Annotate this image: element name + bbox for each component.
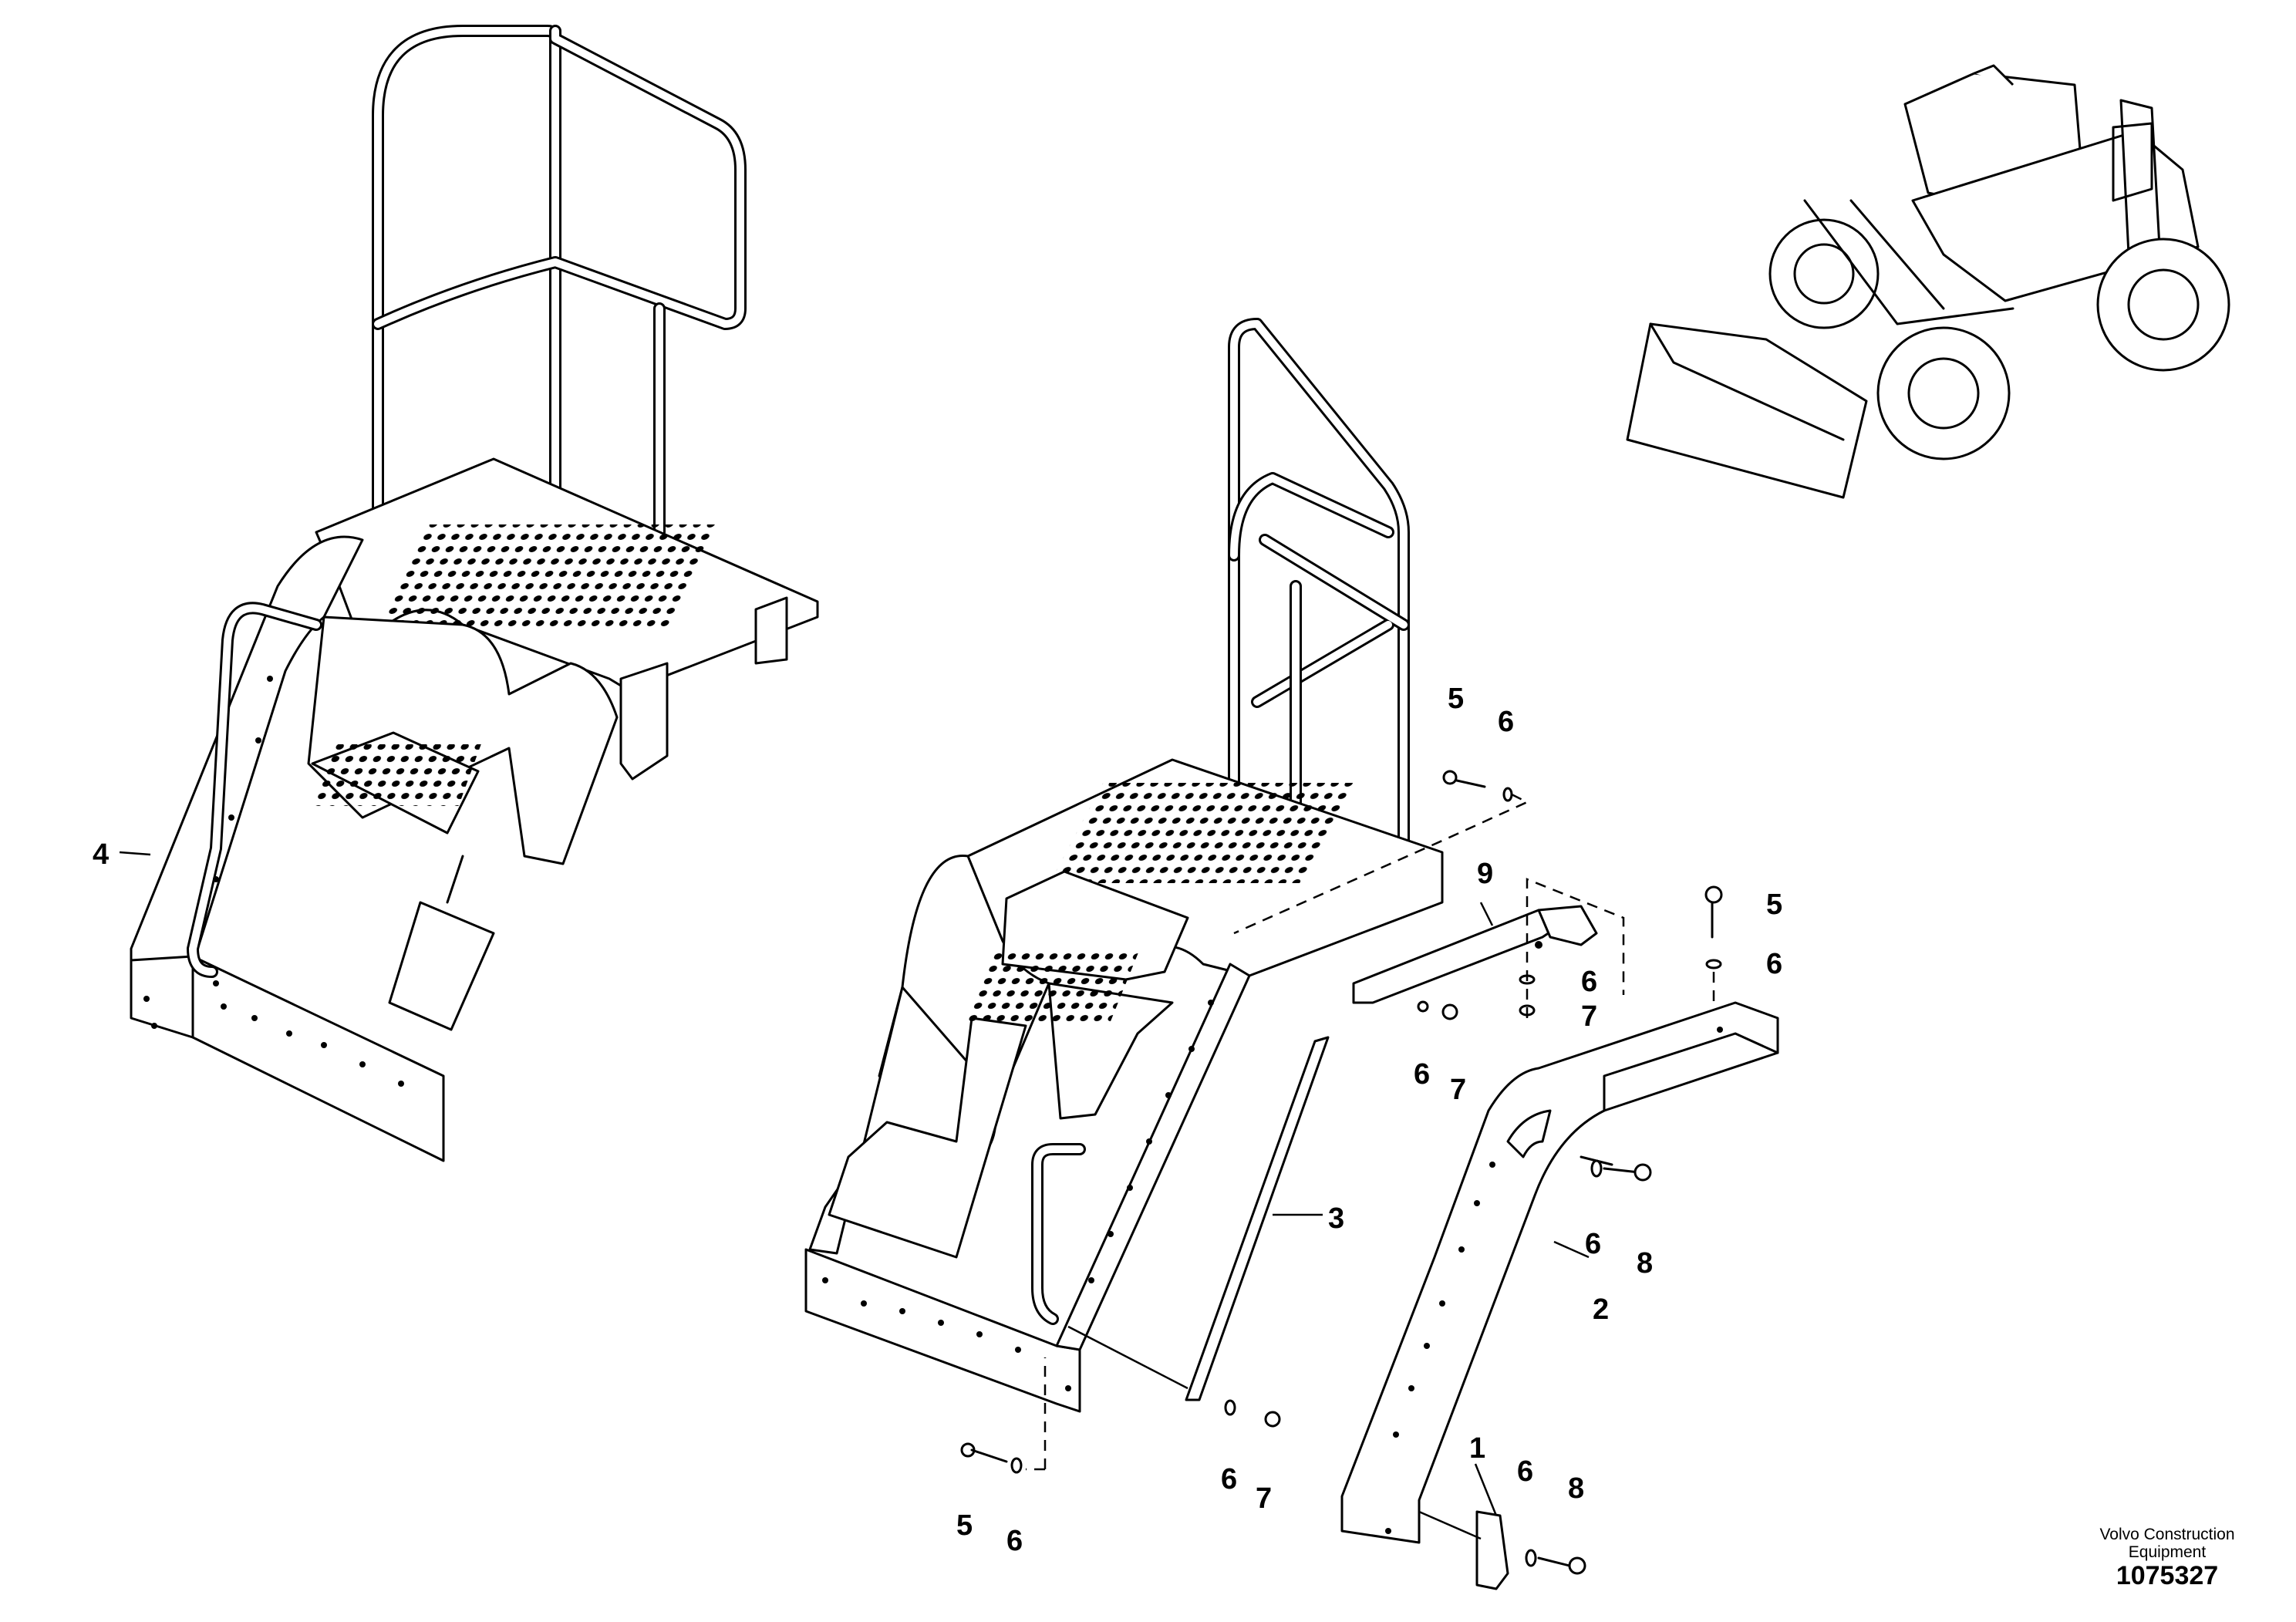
leader-lines <box>119 851 1590 1516</box>
callout-7: 7 <box>1450 1074 1466 1106</box>
callout-6: 6 <box>1585 1228 1601 1260</box>
callout-8: 8 <box>1568 1472 1584 1505</box>
left-platform-assembly <box>130 25 819 1162</box>
part-9-bracket <box>1352 905 1598 1004</box>
part-1-clip <box>1475 1510 1509 1590</box>
callout-9: 9 <box>1477 858 1493 890</box>
manufacturer-caption: Volvo Construction Equipment <box>2099 1526 2235 1561</box>
callout-4: 4 <box>93 838 109 871</box>
callout-6: 6 <box>1517 1455 1533 1488</box>
callout-1: 1 <box>1469 1432 1485 1465</box>
callout-6: 6 <box>1498 706 1514 738</box>
part-3-strip <box>1185 1036 1330 1401</box>
callout-5: 5 <box>1766 889 1782 921</box>
fasteners <box>960 770 1723 1575</box>
deck-perforations <box>376 524 720 632</box>
wheel-loader-thumbnail <box>1626 64 2230 499</box>
drawing-number: 1075327 <box>2116 1561 2219 1590</box>
callout-5: 5 <box>956 1509 973 1542</box>
part-2-support-arm <box>1340 1001 1779 1544</box>
callout-2: 2 <box>1593 1293 1609 1326</box>
callout-labels: 4 5 6 9 6 7 6 7 5 6 6 8 3 2 5 6 6 7 1 6 … <box>93 683 1782 1557</box>
callout-6: 6 <box>1221 1463 1237 1496</box>
callout-3: 3 <box>1328 1202 1344 1235</box>
callout-7: 7 <box>1581 1000 1597 1033</box>
callout-8: 8 <box>1637 1247 1653 1280</box>
callout-7: 7 <box>1256 1482 1272 1515</box>
callout-6: 6 <box>1766 948 1782 980</box>
callout-6: 6 <box>1581 966 1597 998</box>
callout-6: 6 <box>1006 1525 1023 1557</box>
center-platform-assembly <box>804 318 1444 1413</box>
callout-5: 5 <box>1448 683 1464 715</box>
callout-6: 6 <box>1414 1058 1430 1091</box>
